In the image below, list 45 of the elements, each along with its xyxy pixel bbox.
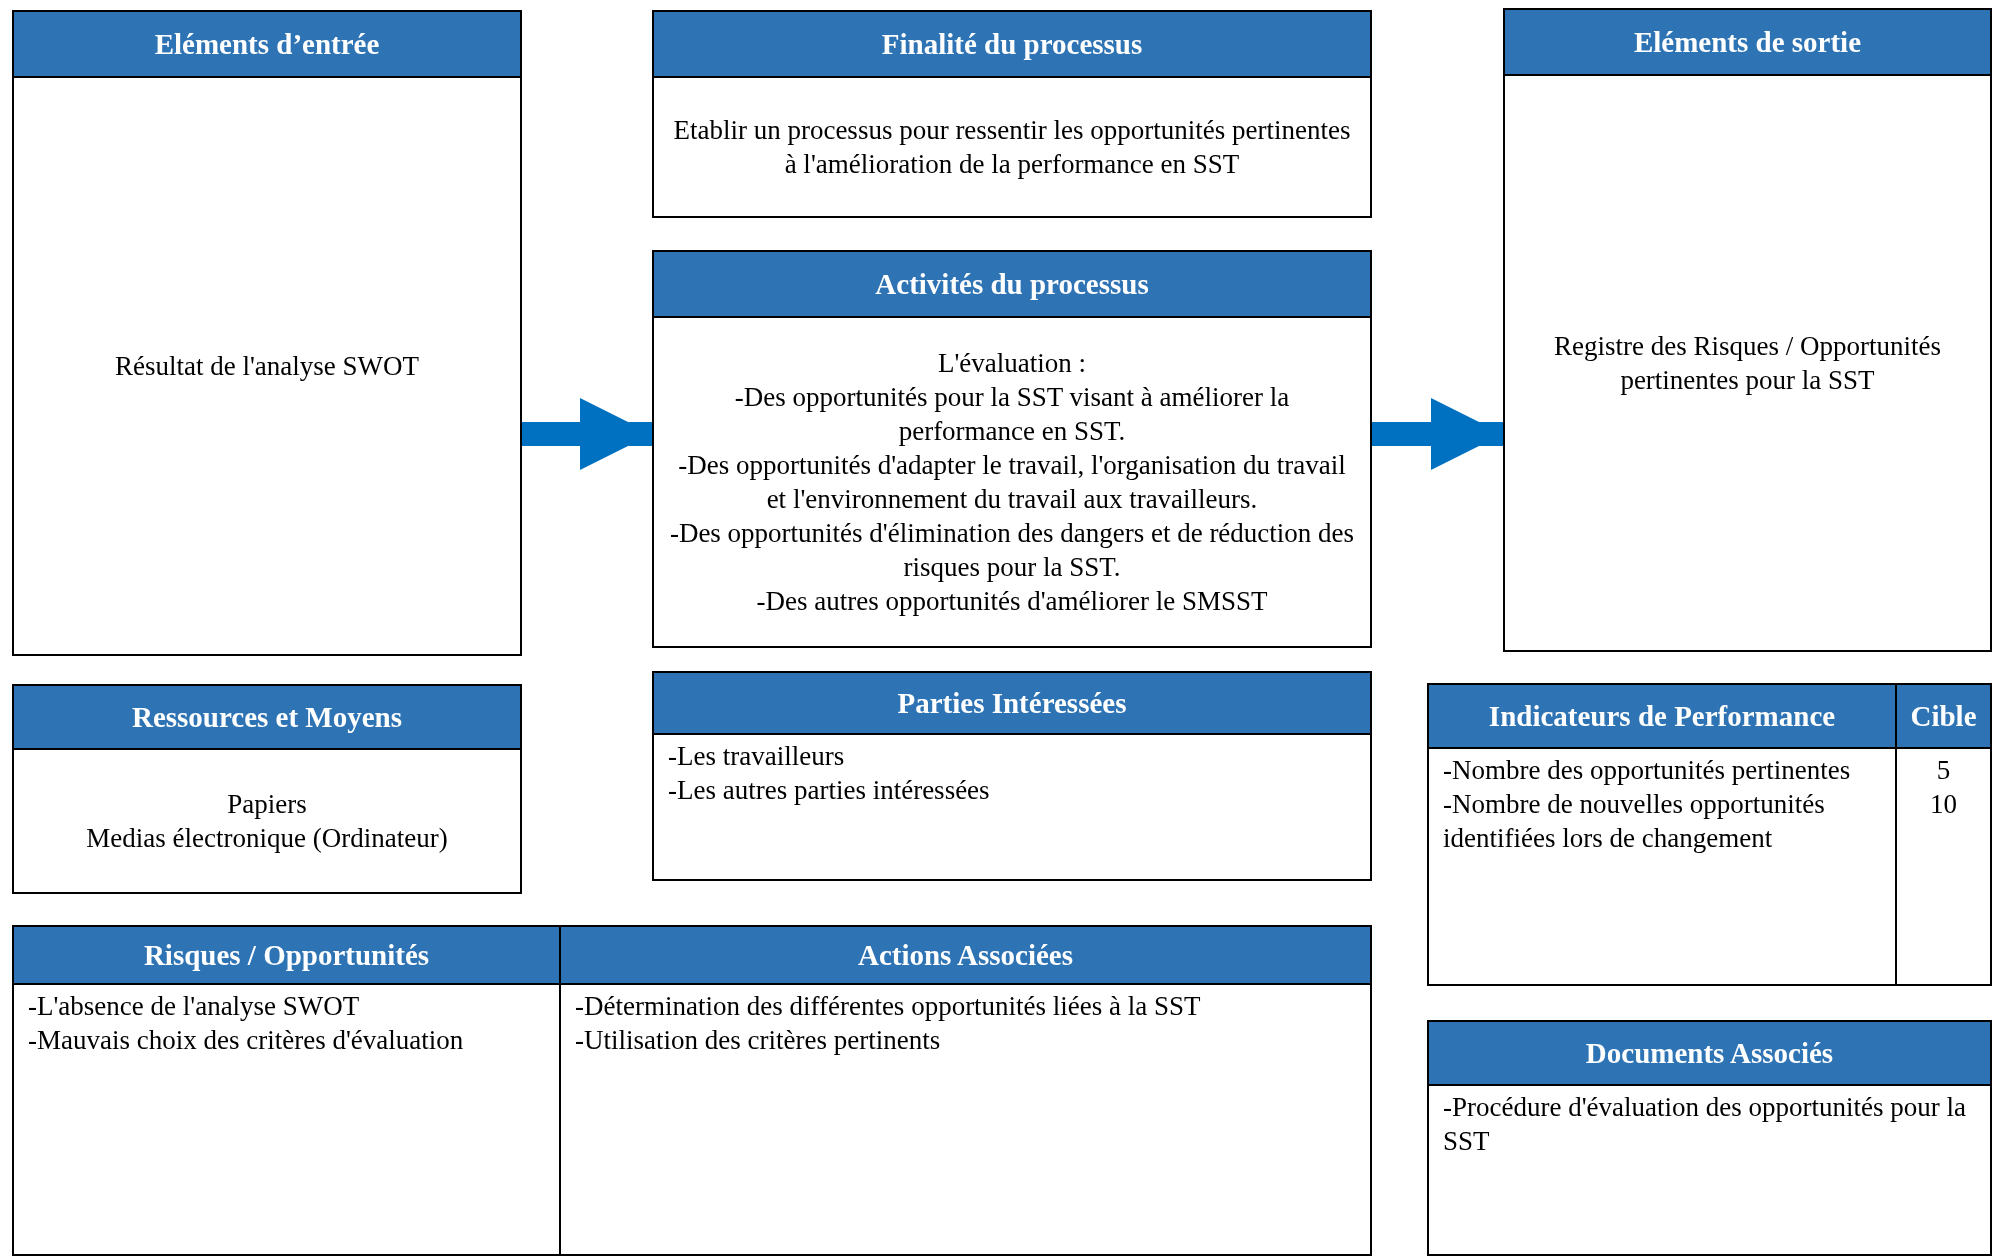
body-text: -Les autres parties intéressées (668, 774, 990, 807)
block-arrow (1372, 398, 1503, 470)
header-band: Documents Associés (1429, 1022, 1990, 1086)
header-band: Actions Associées (561, 927, 1370, 985)
indicators-column (1427, 683, 1897, 986)
body-text: -Procédure d'évaluation des opportunités pour la SST (1443, 1091, 1967, 1158)
header-band: Eléments de sortie (1505, 10, 1990, 76)
body-text: Etablir un processus pour ressentir les opportunités pertinentes à l'amélioration de la performance en SST (672, 114, 1352, 181)
body-text: -Les travailleurs (668, 740, 845, 773)
block-arrow (522, 398, 652, 470)
purpose-box (652, 10, 1372, 218)
output-box (1503, 8, 1992, 652)
header-band: Activités du processus (654, 252, 1370, 318)
documents-box (1427, 1020, 1992, 1256)
body-text: 5 (1936, 754, 1951, 787)
header-band: Parties Intéressées (654, 673, 1370, 735)
body-text: -Des opportunités d'élimination des dangers et de réduction des risques pour la SST. (668, 517, 1356, 584)
body-text: -Utilisation des critères pertinents (575, 1024, 941, 1057)
activities-box (652, 250, 1372, 648)
target-column (1895, 683, 1992, 986)
resources-box (12, 684, 522, 894)
body-text: -Mauvais choix des critères d'évaluation (28, 1024, 464, 1057)
header-band: Eléments d’entrée (14, 12, 520, 78)
body-text: Registre des Risques / Opportunités pertinentes pour la SST (1553, 330, 1942, 397)
body-text: -L'absence de l'analyse SWOT (28, 990, 360, 1023)
body-text: -Nombre de nouvelles opportunités identifiées lors de changement (1443, 788, 1826, 855)
header-band: Finalité du processus (654, 12, 1370, 78)
input-box (12, 10, 522, 656)
header-band: Cible (1897, 685, 1990, 749)
body-text: Medias électronique (Ordinateur) (86, 822, 448, 855)
body-text: L'évaluation : (937, 347, 1087, 380)
stakeholders-box (652, 671, 1372, 881)
body-text: -Des opportunités d'adapter le travail, l'organisation du travail et l'environnement du travail aux travailleurs. (677, 449, 1347, 516)
body-text: 10 (1930, 788, 1957, 821)
risks-column (12, 925, 561, 1256)
header-band: Ressources et Moyens (14, 686, 520, 750)
header-band: Risques / Opportunités (14, 927, 559, 985)
body-text: -Des opportunités pour la SST visant à améliorer la performance en SST. (733, 381, 1291, 448)
body-text: -Détermination des différentes opportunités liées à la SST (575, 990, 1201, 1023)
body-text: -Des autres opportunités d'améliorer le SMSST (756, 585, 1268, 618)
body-text: -Nombre des opportunités pertinentes (1443, 754, 1851, 787)
body-text: Résultat de l'analyse SWOT (114, 350, 419, 383)
actions-column (559, 925, 1372, 1256)
body-text: Papiers (227, 788, 307, 821)
header-band: Indicateurs de Performance (1429, 685, 1895, 749)
